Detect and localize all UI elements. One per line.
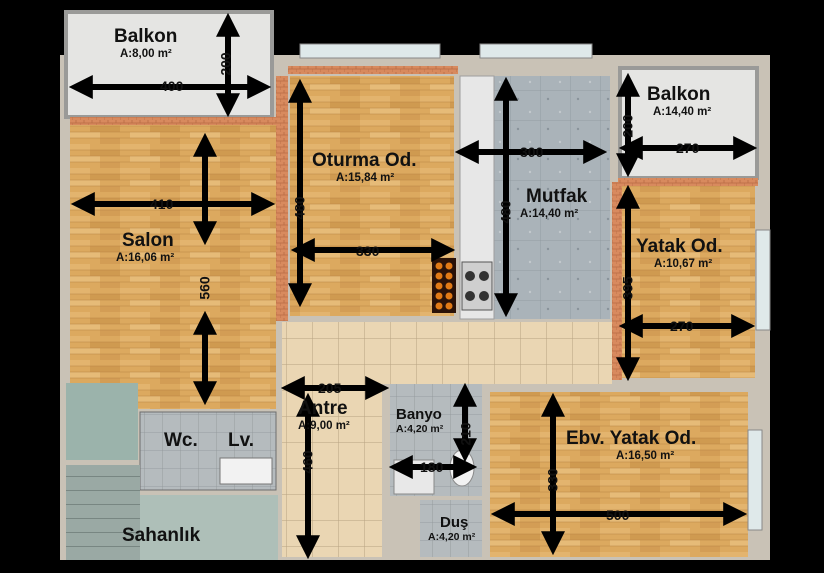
dim-label: 205 (318, 380, 342, 396)
window (755, 229, 771, 331)
dim-label: 180 (420, 459, 444, 475)
ebv-label: Ebv. Yatak Od. A:16,50 m² (566, 428, 696, 462)
yatak-floor (622, 186, 755, 378)
dim-label: 460 (299, 450, 316, 474)
oturma-floor (290, 76, 454, 316)
room-area: A:16,06 m² (116, 252, 175, 264)
window (299, 43, 441, 59)
room-name: Balkon (647, 84, 711, 105)
dim-label: 210 (457, 422, 474, 446)
room-area: A:8,00 m² (120, 48, 172, 60)
room-area: A:4,20 m² (428, 531, 476, 543)
dim-label: 200 (217, 52, 234, 76)
balkon2-label: Balkon A:14,40 m² (647, 84, 711, 118)
room-name: Mutfak (526, 186, 588, 207)
dus-label: Duş A:4,20 m² (428, 514, 475, 543)
room-name: Balkon (114, 26, 178, 47)
room-area: A:10,67 m² (654, 258, 713, 270)
stairs (66, 465, 140, 560)
dim-label: 480 (497, 200, 514, 224)
balkon1-label: Balkon A:8,00 m² (114, 26, 177, 60)
dus-floor (420, 500, 482, 557)
salon-floor (70, 125, 276, 409)
banyo-label: Banyo A:4,20 m² (396, 406, 443, 435)
dim-label: 400 (160, 78, 184, 94)
room-area: A:4,20 m² (396, 423, 444, 435)
dim-label: 200 (619, 114, 636, 138)
room-area: A:15,84 m² (336, 172, 395, 184)
dim-label: 300 (520, 144, 544, 160)
room-name: Yatak Od. (636, 236, 723, 257)
dim-label: 395 (619, 276, 636, 300)
dim-label: 500 (606, 507, 630, 523)
room-name: Duş (440, 514, 469, 531)
brick-wall (288, 66, 458, 74)
mutfak-label: Mutfak A:14,40 m² (520, 186, 587, 220)
lv-label: Lv. (228, 430, 255, 451)
dim-label: 330 (544, 468, 561, 492)
room-area: A:9,00 m² (298, 420, 350, 432)
brick-wall (70, 117, 276, 125)
dim-label: 560 (196, 276, 213, 300)
sahanlik-label: Sahanlık (122, 525, 201, 546)
room-area: A:14,40 m² (653, 106, 712, 118)
brick-wall (618, 178, 758, 186)
window (747, 429, 763, 531)
dim-label: 410 (150, 196, 174, 212)
dim-label: 330 (356, 243, 380, 259)
stove (461, 261, 493, 311)
window (479, 43, 593, 59)
wc-label: Wc. (164, 430, 198, 451)
antre-label: Antre A:9,00 m² (298, 398, 350, 432)
sink (219, 457, 273, 485)
room-name: Salon (122, 230, 174, 251)
stairwell (66, 383, 138, 460)
ebv-yatak-floor (490, 392, 748, 557)
antre-floor (282, 322, 612, 384)
brick-wall (276, 76, 288, 321)
room-name: Banyo (396, 406, 442, 423)
room-name: Oturma Od. (312, 150, 417, 171)
room-area: A:14,40 m² (520, 208, 579, 220)
dim-label: 270 (670, 318, 694, 334)
yatak-label: Yatak Od. A:10,67 m² (636, 236, 723, 270)
dim-label: 480 (291, 196, 308, 220)
room-name: Ebv. Yatak Od. (566, 428, 697, 449)
room-area: A:16,50 m² (616, 450, 675, 462)
salon-label: Salon A:16,06 m² (116, 230, 174, 264)
oturma-label: Oturma Od. A:15,84 m² (312, 150, 417, 184)
room-name: Antre (298, 398, 348, 419)
dim-label: 270 (676, 140, 700, 156)
